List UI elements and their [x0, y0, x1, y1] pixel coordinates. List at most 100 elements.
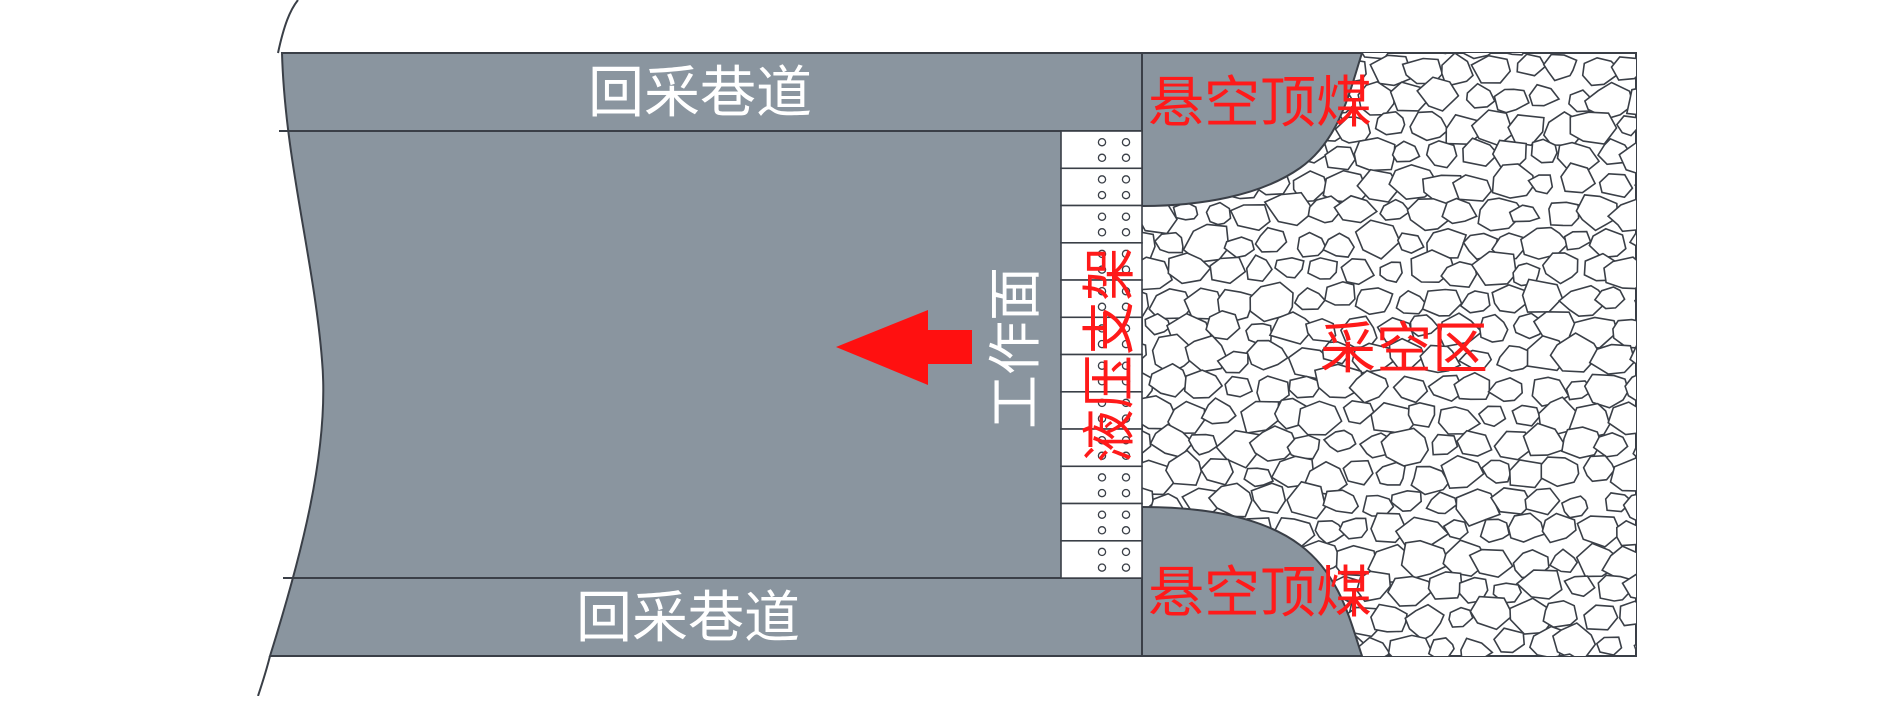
rubble-rock [1256, 27, 1285, 52]
rubble-rock [1615, 519, 1636, 547]
rubble-rock [1495, 344, 1536, 372]
rubble-rock [1633, 298, 1636, 306]
support-bolt [1121, 414, 1131, 423]
rubble-rock [1322, 232, 1356, 258]
rubble-rock [1628, 25, 1659, 47]
rubble-rock [1540, 456, 1580, 488]
rubble-rock [1395, 289, 1428, 315]
rubble-rock [1592, 432, 1629, 458]
rubble-rock [1200, 397, 1237, 425]
rubble-rock [1416, 76, 1460, 112]
rubble-rock [1322, 489, 1360, 515]
rubble-rock [1632, 445, 1636, 458]
support-bolt [1121, 324, 1131, 333]
rubble-rock [1353, 136, 1396, 172]
rubble-rock [1462, 137, 1499, 167]
rubble-rock [1205, 309, 1241, 341]
rubble-rock [1615, 115, 1636, 137]
support-bolt [1121, 190, 1131, 200]
rubble-rock [1246, 339, 1289, 371]
rubble-rock [1625, 88, 1636, 116]
rubble-rock [1175, 53, 1181, 55]
seam-boundary-bottom [257, 655, 271, 697]
support-bolt [1097, 212, 1107, 221]
rubble-rock [1286, 480, 1327, 520]
rubble-rock [1588, 343, 1636, 375]
hanging-top-coal-upper-label: 悬空顶煤 [1148, 71, 1372, 136]
rubble-rock [1323, 280, 1356, 306]
rubble-rock [1583, 373, 1630, 409]
rubble-rock [1288, 375, 1321, 399]
support-bolt [1121, 153, 1131, 163]
rubble-rock [1493, 430, 1535, 461]
rubble-rock [1441, 197, 1478, 225]
support-bolt [1121, 473, 1131, 482]
support-bolt [1121, 547, 1131, 557]
rubble-rock [1528, 83, 1561, 107]
rubble-rock [1542, 599, 1578, 629]
rubble-rock [1348, 369, 1390, 404]
support-bolt [1121, 137, 1131, 147]
rubble-rock [1370, 603, 1408, 633]
rubble-rock [1224, 375, 1254, 398]
rubble-rock [1400, 539, 1451, 579]
hydraulic-support-unit [1060, 539, 1143, 579]
support-bolt [1121, 228, 1131, 237]
support-bolt [1121, 339, 1131, 349]
rubble-rock [1167, 400, 1206, 435]
rubble-rock [1245, 254, 1273, 283]
rubble-rock [1563, 575, 1596, 598]
rubble-rock [1549, 332, 1602, 373]
rubble-rock [1229, 31, 1253, 51]
rubble-rock [1461, 53, 1493, 60]
seam-boundary-top [277, 0, 299, 54]
hydraulic-support-unit [1060, 242, 1143, 281]
rubble-rock [1391, 140, 1421, 163]
rubble-rock [1480, 459, 1511, 484]
rubble-rock [1425, 491, 1458, 515]
rubble-rock [1388, 337, 1426, 369]
rubble-rock [1268, 311, 1316, 345]
working-face-label: 工作面 [984, 267, 1047, 429]
support-bolt [1121, 510, 1131, 519]
rubble-rock [1406, 197, 1450, 232]
rubble-rock [1487, 377, 1524, 403]
rubble-rock [1542, 53, 1578, 82]
support-bolt [1097, 286, 1107, 296]
rubble-rock [1610, 56, 1636, 81]
rubble-rock [1507, 114, 1545, 147]
rubble-rock [1453, 371, 1491, 401]
rubble-rock [1184, 334, 1229, 373]
rubble-rock [1502, 53, 1525, 56]
rubble-rock [1521, 670, 1542, 691]
support-bolt [1121, 212, 1131, 221]
support-bolt [1121, 175, 1131, 184]
rubble-rock [1355, 570, 1392, 603]
hanging-top-coal-lower [1141, 505, 1364, 657]
rubble-rock [1541, 252, 1579, 285]
rubble-rock [1391, 22, 1427, 48]
rubble-rock [1595, 636, 1623, 656]
support-bolt [1097, 451, 1107, 461]
rubble-rock [1583, 671, 1614, 690]
support-bolt [1097, 339, 1107, 349]
rubble-rock [1491, 163, 1536, 199]
rubble-rock [1603, 256, 1636, 290]
rubble-rock [1444, 658, 1484, 686]
support-bolt [1121, 249, 1131, 259]
rubble-rock [1427, 571, 1463, 600]
support-bolt [1121, 302, 1131, 312]
rubble-rock [1387, 634, 1435, 656]
rubble-rock [1633, 643, 1636, 653]
hydraulic-support-unit [1060, 428, 1143, 468]
rubble-rock [1537, 396, 1581, 436]
rubble-rock [1264, 664, 1305, 689]
support-bolt [1097, 435, 1107, 445]
rubble-rock [1409, 314, 1440, 338]
rubble-rock [1374, 110, 1406, 136]
rubble-rock [1442, 519, 1469, 540]
rubble-rock [1548, 201, 1580, 227]
hydraulic-support-unit [1060, 204, 1143, 244]
rubble-rock [1142, 343, 1148, 360]
rubble-rock [1440, 454, 1485, 490]
